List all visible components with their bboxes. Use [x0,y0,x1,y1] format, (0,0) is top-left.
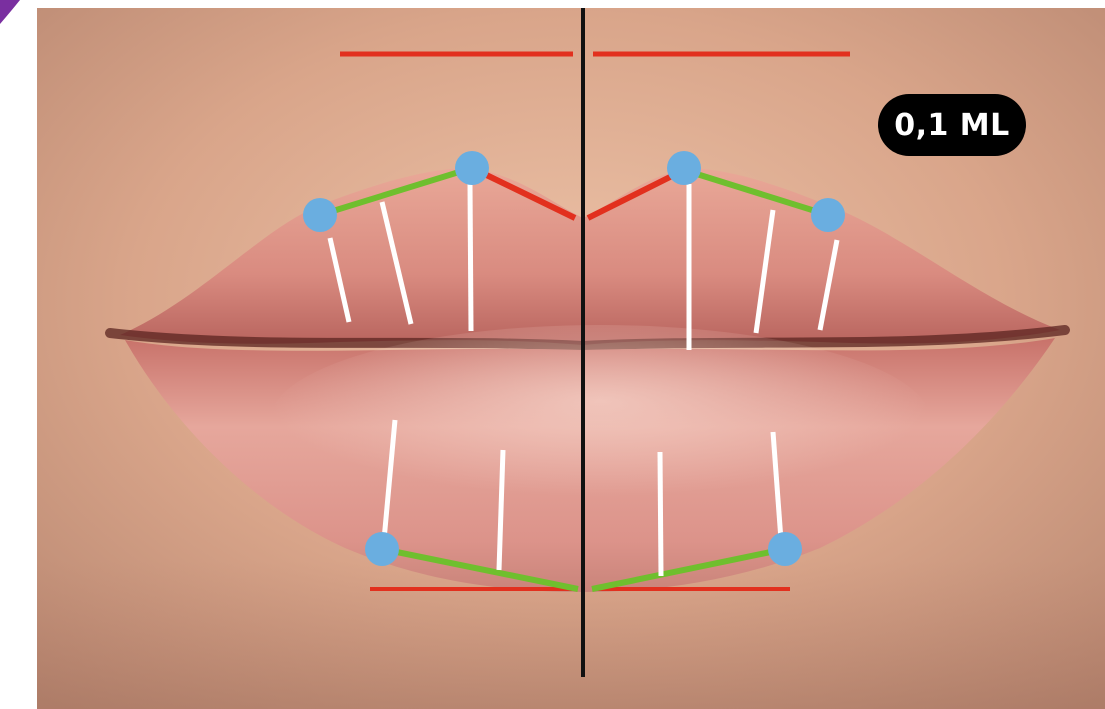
upper-lip-left-peak-point [455,151,489,185]
upper-lip-right-corner-point [811,198,845,232]
upper-lip-left-corner-point [303,198,337,232]
corner-accent [0,0,20,24]
lip-highlight [270,325,930,515]
lower-lip-left-point [365,532,399,566]
lower-lip-right-point [768,532,802,566]
dose-badge: 0,1 ML [878,94,1026,156]
upper-lip-right-peak-point [667,151,701,185]
